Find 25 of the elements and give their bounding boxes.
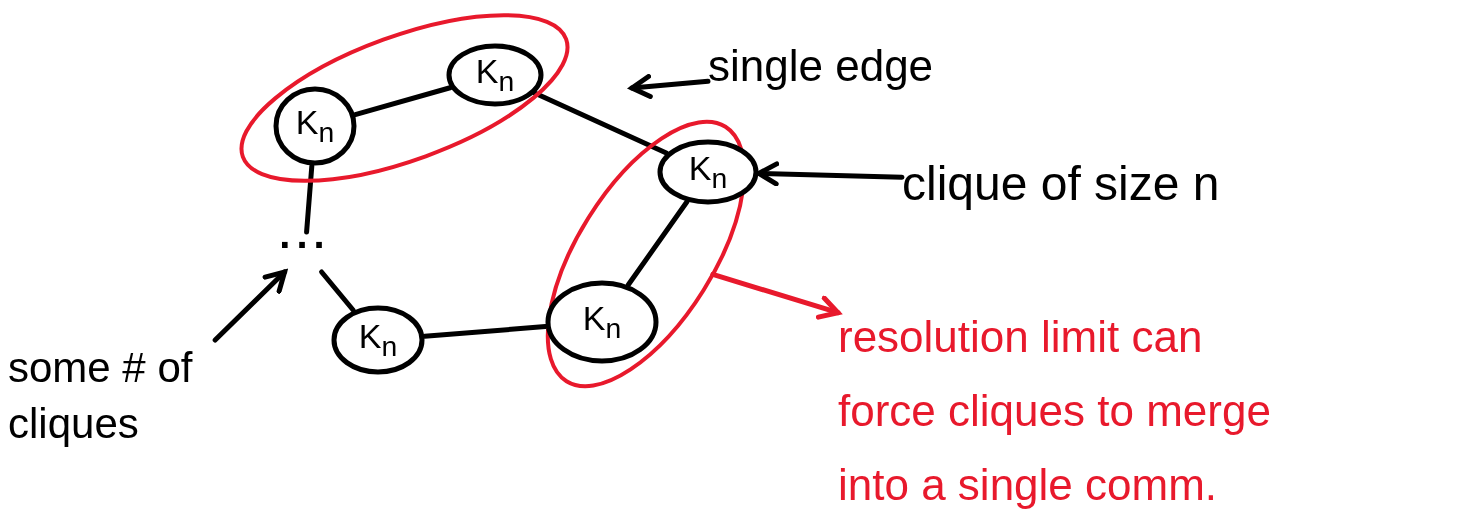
connector-line [304,163,315,235]
annotation-text: clique of size n [902,156,1220,212]
ellipsis: ... [278,212,332,257]
clique-label: K$_{n}$ [688,149,728,195]
arrow [212,269,288,343]
connector-line [532,90,669,156]
clique-circle [545,280,659,364]
annotation-text: some # of cliques [8,343,194,449]
connector-line [352,85,453,118]
arrow [710,271,841,320]
clique-label: K$_{n}$ [582,299,622,345]
connector-line [319,269,356,313]
clique-label: K$_{n}$ [358,317,398,363]
clique-label: K$_{n}$ [475,52,515,98]
annotation-text: single edge [708,40,934,92]
clique-circle [331,305,425,375]
arrow [756,161,905,187]
clique-circle [657,139,759,205]
clique-circle [446,43,544,107]
clique-circle [273,86,357,166]
clique-label: K$_{n}$ [295,103,335,149]
connector-line [625,199,690,288]
connector-line [422,324,548,339]
annotation-text: resolution limit can force cliques to merge into a single comm. [838,311,1272,511]
arrow [629,74,711,99]
